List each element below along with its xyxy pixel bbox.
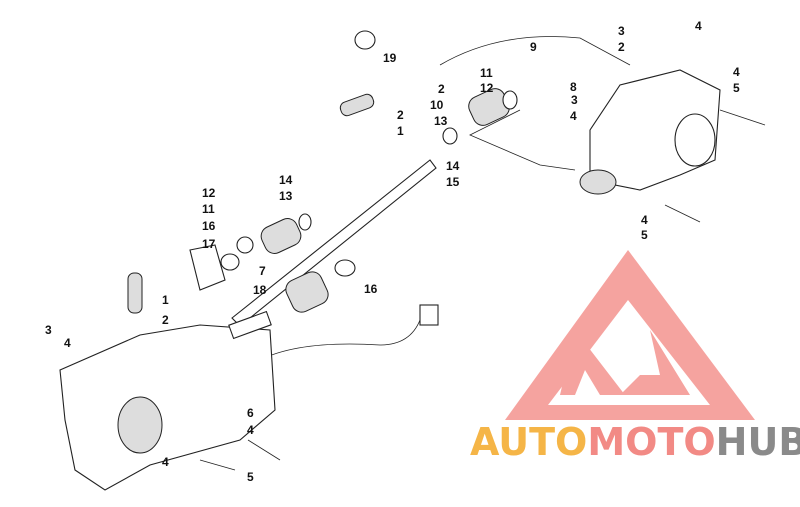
clamp-11 [502, 90, 518, 110]
callout: 13 [434, 114, 448, 128]
output-hub [579, 169, 617, 195]
callout: 3 [571, 93, 578, 107]
callout: 11 [480, 66, 493, 80]
leader-group [469, 109, 576, 171]
callout: 14 [279, 173, 293, 187]
housing-opening [674, 113, 716, 167]
cable [439, 36, 631, 66]
callout: 1 [397, 124, 404, 138]
watermark-hub: HUB [716, 420, 800, 464]
callout: 4 [64, 336, 71, 350]
callout: 4 [641, 213, 648, 227]
callout-labels: 19 9 3 4 2 2 10 2 1 11 12 13 14 15 8 3 4… [45, 19, 740, 484]
callout: 11 [202, 202, 215, 216]
output-seal [117, 396, 163, 454]
callout: 15 [446, 175, 460, 189]
clamp-11b [236, 236, 254, 254]
connector [419, 304, 439, 326]
callout: 10 [430, 98, 444, 112]
callout: 5 [733, 81, 740, 95]
callout: 7 [259, 264, 266, 278]
clamp-16 [220, 253, 240, 271]
callout: 5 [641, 228, 648, 242]
callout: 4 [570, 109, 577, 123]
callout: 1 [162, 293, 169, 307]
callout: 18 [253, 283, 267, 297]
callout: 2 [397, 108, 404, 122]
watermark-auto: AUTO [470, 420, 587, 464]
shaft [231, 159, 437, 327]
clamp-13b [298, 213, 312, 231]
callout: 4 [247, 423, 254, 437]
callout: 16 [364, 282, 378, 296]
bolt [664, 204, 701, 223]
bolt [199, 459, 236, 471]
lower-cable [259, 319, 421, 361]
callout: 9 [530, 40, 537, 54]
callout: 2 [438, 82, 445, 96]
callout: 16 [202, 219, 216, 233]
callout: 17 [202, 237, 216, 251]
callout: 3 [618, 24, 625, 38]
watermark-text: AUTOMOTOHUB [470, 420, 800, 464]
callout: 8 [570, 80, 577, 94]
callout: 14 [446, 159, 460, 173]
ring [354, 30, 376, 50]
callout: 3 [45, 323, 52, 337]
clamp-16b [334, 259, 356, 277]
callout: 5 [247, 470, 254, 484]
callout: 2 [162, 313, 169, 327]
splined-shaft [228, 310, 272, 340]
transmission-housing [59, 324, 276, 491]
bolt [247, 439, 281, 461]
boot-7 [285, 271, 329, 313]
boot-12b [260, 218, 302, 254]
clamp-13 [442, 127, 458, 145]
callout: 12 [202, 186, 216, 200]
callout: 6 [247, 406, 254, 420]
callout: 4 [695, 19, 702, 33]
callout: 4 [733, 65, 740, 79]
callout: 2 [618, 40, 625, 54]
callout: 12 [480, 81, 494, 95]
boot-1 [127, 272, 143, 314]
callout: 4 [162, 455, 169, 469]
watermark-moto: MOTO [587, 420, 715, 464]
boot [339, 93, 375, 117]
watermark-logo [505, 250, 755, 420]
bolt [719, 109, 766, 126]
callout: 13 [279, 189, 293, 203]
callout: 19 [383, 51, 397, 65]
flange-17 [189, 244, 226, 291]
